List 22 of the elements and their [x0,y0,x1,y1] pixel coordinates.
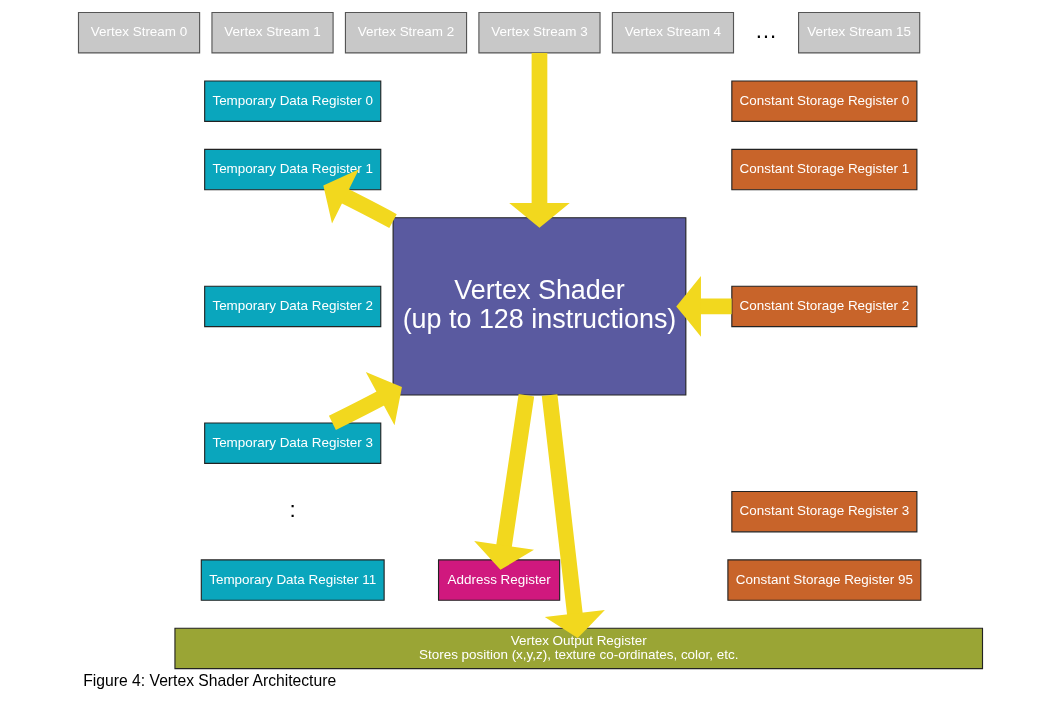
caption: Figure 4: Vertex Shader Architecture [83,671,337,689]
arrow [328,371,402,430]
arrow [541,394,605,639]
node-box: Constant Storage Register 3 [731,490,918,533]
label: … [754,18,778,44]
node-box: Temporary Data Register 0 [204,80,382,122]
node-box: Constant Storage Register 1 [731,148,918,191]
arrow [323,169,397,228]
arrow [509,52,570,228]
node-box: Vertex Output Register Stores position (x,y,z), texture co-ordinates, color, etc. [174,627,984,670]
node-box: Constant Storage Register 0 [731,80,918,122]
node-box: Address Register [437,559,561,601]
node-box: Temporary Data Register 2 [204,285,382,328]
node-box: Constant Storage Register 95 [727,559,922,601]
node-box: Vertex Shader (up to 128 instructions) [392,217,687,396]
arrow [474,394,535,570]
node-box: Temporary Data Register 11 [200,559,385,601]
node-box: Temporary Data Register 1 [204,148,382,191]
arrow [676,276,732,337]
label: : [289,497,296,523]
node-box: Temporary Data Register 3 [204,422,382,464]
node-box: Constant Storage Register 2 [731,285,918,328]
